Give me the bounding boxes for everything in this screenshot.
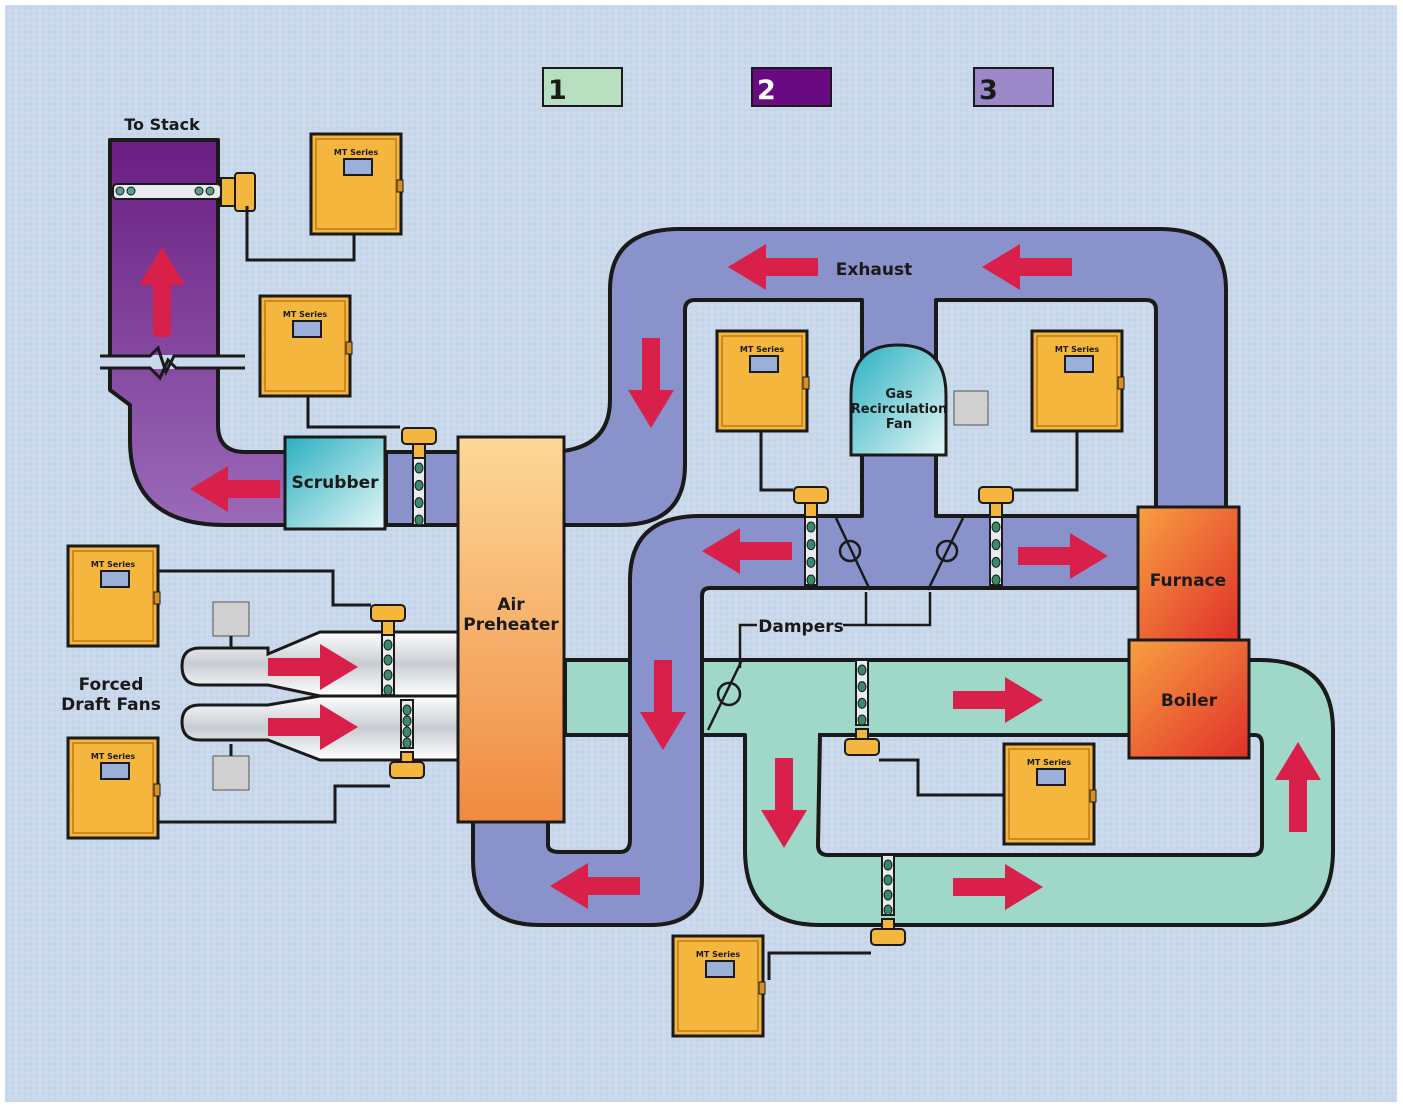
flow-arrows <box>139 244 1321 910</box>
gas-recirculation-fan <box>849 343 948 457</box>
dampers <box>706 517 965 731</box>
signal-wires <box>158 206 1079 980</box>
transmitter-display <box>705 960 735 978</box>
signal-wire-8 <box>767 951 871 980</box>
flow-arrow-down-10 <box>761 758 807 848</box>
sensor-probe-3 <box>389 699 425 779</box>
flow-arrow-right-14 <box>268 644 358 690</box>
transmitters: MT Series MT Series MT Series MT Series MT S… <box>66 132 1125 1038</box>
flow-arrow-left-4 <box>982 244 1072 290</box>
flow-arrow-left-2 <box>190 466 280 512</box>
mt-series-transmitter-3: MT Series <box>715 329 810 433</box>
mt-series-transmitter-8: MT Series <box>671 934 766 1038</box>
exhaust-label: Exhaust <box>836 260 913 280</box>
air-preheater-label-1: Air <box>497 595 525 615</box>
legend-label-2: 2 <box>757 75 776 106</box>
forced-draft-label-2: Draft Fans <box>61 695 161 715</box>
flow-arrow-right-15 <box>268 704 358 750</box>
transmitter-display <box>100 762 130 780</box>
flow-arrow-down-5 <box>628 338 674 428</box>
legend: 1 2 3 <box>542 67 1054 107</box>
transmitter-label: MT Series <box>283 310 328 319</box>
mt-series-transmitter-1: MT Series <box>309 132 404 236</box>
sensor-probe-6 <box>844 659 880 756</box>
transmitter-label: MT Series <box>334 148 379 157</box>
scrubber <box>283 435 387 531</box>
mt-series-transmitter-4: MT Series <box>1030 329 1125 433</box>
mt-series-transmitter-2: MT Series <box>258 294 353 398</box>
flow-arrow-down-8 <box>640 660 686 750</box>
transmitter-label: MT Series <box>91 752 136 761</box>
boiler <box>1127 638 1251 760</box>
signal-wire-1 <box>245 206 356 262</box>
flow-arrow-left-9 <box>550 863 640 909</box>
legend-swatch-1 <box>542 67 623 107</box>
flow-arrow-up-1 <box>139 247 185 337</box>
transmitter-display <box>343 158 373 176</box>
flow-arrow-left-3 <box>728 244 818 290</box>
signal-wire-5 <box>158 569 371 607</box>
sensor-probe-4 <box>793 486 829 586</box>
mt-series-transmitter-7: MT Series <box>1002 742 1097 846</box>
transmitter-display <box>292 320 322 338</box>
sensor-probe-7 <box>870 854 906 946</box>
fan-motor <box>953 390 989 426</box>
transmitter-label: MT Series <box>740 345 785 354</box>
transmitter-label: MT Series <box>696 950 741 959</box>
forced-draft-label-1: Forced <box>79 675 144 695</box>
sensor-probe-2 <box>370 604 406 696</box>
signal-wire-4 <box>1014 431 1079 492</box>
furnace <box>1136 505 1241 642</box>
air-preheater <box>456 435 566 824</box>
boiler-label: Boiler <box>1161 691 1218 711</box>
mt-series-transmitter-6: MT Series <box>66 736 161 840</box>
transmitter-label: MT Series <box>91 560 136 569</box>
transmitter-display <box>100 570 130 588</box>
sensor-probe-5 <box>978 486 1014 586</box>
gas-fan-label-3: Fan <box>886 417 912 432</box>
sensor-probe-1 <box>401 427 437 526</box>
legend-swatch-2 <box>751 67 832 107</box>
legend-label-3: 3 <box>979 75 998 106</box>
signal-wire-2 <box>306 396 400 429</box>
flow-arrow-right-7 <box>1018 533 1108 579</box>
transmitter-display <box>749 355 779 373</box>
scrubber-label: Scrubber <box>291 473 379 493</box>
legend-swatch-3 <box>973 67 1054 107</box>
flow-arrow-up-13 <box>1275 742 1321 832</box>
air-preheater-label-2: Preheater <box>463 615 559 635</box>
sensor-probes <box>370 427 1014 946</box>
flow-arrow-right-12 <box>953 864 1043 910</box>
dampers-label: Dampers <box>758 617 844 637</box>
signal-wire-7 <box>879 758 1004 797</box>
stack <box>100 138 292 527</box>
transmitter-label: MT Series <box>1055 345 1100 354</box>
furnace-label: Furnace <box>1150 571 1226 591</box>
signal-wire-3 <box>759 431 793 492</box>
legend-label-1: 1 <box>548 75 567 106</box>
flow-arrow-left-6 <box>702 528 792 574</box>
signal-wire-6 <box>158 784 390 824</box>
transmitter-display <box>1036 768 1066 786</box>
flow-arrow-right-11 <box>953 677 1043 723</box>
transmitter-display <box>1064 355 1094 373</box>
to-stack-label: To Stack <box>124 115 200 134</box>
gas-fan-label-2: Recirculation <box>851 402 947 417</box>
transmitter-label: MT Series <box>1027 758 1072 767</box>
mt-series-transmitter-5: MT Series <box>66 544 161 648</box>
gas-fan-label-1: Gas <box>885 387 912 402</box>
